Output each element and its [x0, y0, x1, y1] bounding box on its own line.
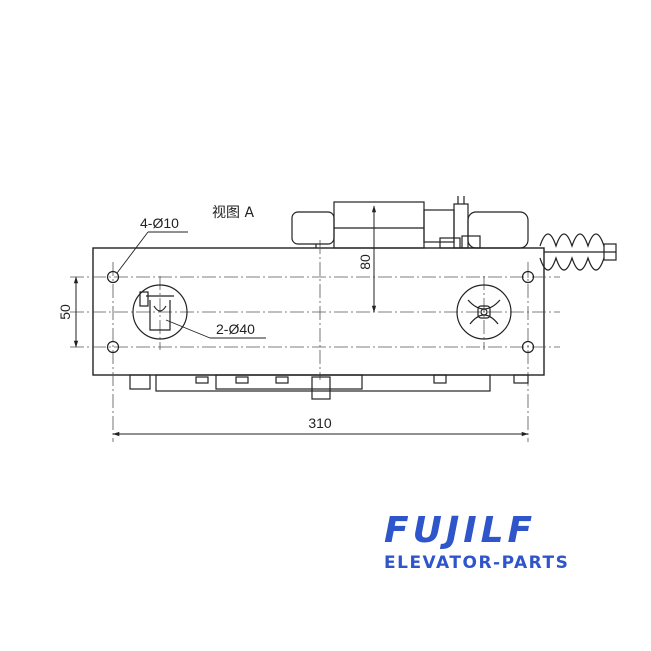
large-holes-label: 2-Ø40: [216, 321, 255, 337]
bottom-assembly: [129, 374, 529, 400]
view-label: 视图 A: [212, 205, 254, 221]
leader-large-holes: [165, 319, 211, 339]
dim-length-text: 310: [308, 415, 332, 431]
large-hole-right: [456, 284, 512, 340]
brand-subtitle: ELEVATOR-PARTS: [384, 553, 570, 573]
dim-small-text: 50: [57, 304, 73, 320]
leader-small-holes: [116, 231, 149, 274]
top-assembly: [291, 196, 529, 249]
spring-assembly: [539, 233, 617, 271]
brand-logo: FUJILF: [384, 510, 537, 551]
small-holes: [106, 270, 535, 354]
center-lines: [70, 240, 560, 442]
dim-height-text: 80: [357, 254, 373, 270]
large-hole-left: [132, 284, 188, 340]
small-holes-label: 4-Ø10: [140, 215, 179, 231]
